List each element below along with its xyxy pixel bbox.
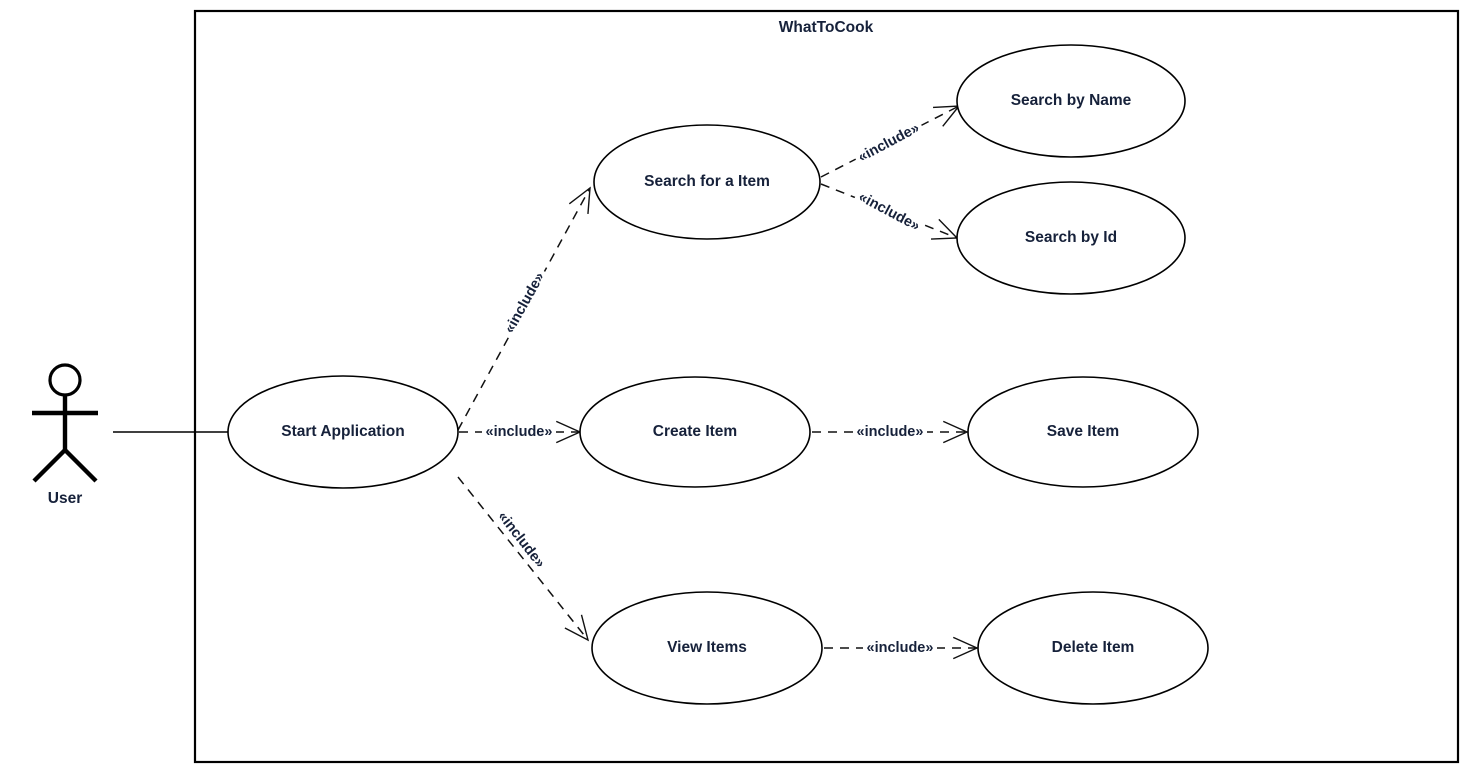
arrowhead-icon xyxy=(564,614,590,642)
actor-head-icon xyxy=(48,363,82,397)
include-stereotype-label: «include» xyxy=(857,424,924,440)
include-dashed-line xyxy=(820,183,958,239)
label-backdrop xyxy=(499,266,551,340)
label-backdrop xyxy=(852,118,926,168)
use-case-search-by-id[interactable]: Search by Id xyxy=(956,181,1186,295)
arrowhead-icon xyxy=(930,218,959,240)
system-boundary-box xyxy=(193,9,1460,764)
include-relationship: «include» xyxy=(824,636,979,660)
label-backdrop xyxy=(482,423,556,441)
use-case-label: Save Item xyxy=(1047,423,1119,440)
include-relationship: «include» xyxy=(820,105,961,178)
label-backdrop xyxy=(863,639,937,657)
use-case-ellipse[interactable] xyxy=(977,591,1209,705)
use-case-ellipse[interactable] xyxy=(956,181,1186,295)
use-case-label: Start Application xyxy=(281,423,404,440)
use-case-ellipse[interactable] xyxy=(591,591,823,705)
include-relationship: «include» xyxy=(820,183,959,240)
actor-leg-left xyxy=(32,448,67,483)
use-case-save-item[interactable]: Save Item xyxy=(967,376,1199,488)
include-relationship: «include» xyxy=(457,476,590,642)
include-stereotype-label: «include» xyxy=(494,509,548,572)
use-case-view-items[interactable]: View Items xyxy=(591,591,823,705)
system-boundary-title: WhatToCook xyxy=(779,19,874,36)
include-stereotype-label: «include» xyxy=(856,120,923,166)
actor-user[interactable]: User xyxy=(32,363,98,507)
use-case-ellipse[interactable] xyxy=(593,124,821,240)
use-case-ellipse[interactable] xyxy=(956,44,1186,158)
include-relationship: «include» xyxy=(812,420,969,444)
use-case-label: Create Item xyxy=(653,423,737,440)
use-case-ellipse[interactable] xyxy=(227,375,459,489)
include-stereotype-label: «include» xyxy=(486,424,553,440)
actor-leg-right xyxy=(63,448,98,483)
arrowhead-icon xyxy=(952,636,979,660)
include-stereotype-label: «include» xyxy=(867,640,934,656)
use-case-ellipse[interactable] xyxy=(967,376,1199,488)
arrowhead-icon xyxy=(568,186,591,214)
label-backdrop xyxy=(852,187,926,237)
include-relationship: «include» xyxy=(457,186,591,431)
include-stereotype-label: «include» xyxy=(502,270,548,336)
include-dashed-line xyxy=(457,187,591,431)
use-case-label: Search for a Item xyxy=(644,173,770,190)
include-relationship: «include» xyxy=(459,420,582,444)
actor-label: User xyxy=(48,490,82,507)
use-case-start-application[interactable]: Start Application xyxy=(227,375,459,489)
use-case-search-for-a-item[interactable]: Search for a Item xyxy=(593,124,821,240)
use-case-label: Search by Name xyxy=(1011,92,1132,109)
include-stereotype-label: «include» xyxy=(856,189,923,235)
label-backdrop xyxy=(491,505,551,575)
use-case-create-item[interactable]: Create Item xyxy=(579,376,811,488)
use-case-label: Delete Item xyxy=(1052,639,1135,656)
arrowhead-icon xyxy=(942,420,969,444)
use-case-label: View Items xyxy=(667,639,747,656)
use-case-delete-item[interactable]: Delete Item xyxy=(977,591,1209,705)
label-backdrop xyxy=(853,423,927,441)
include-dashed-line xyxy=(820,105,960,178)
use-case-ellipse[interactable] xyxy=(579,376,811,488)
include-dashed-line xyxy=(457,476,589,641)
use-case-label: Search by Id xyxy=(1025,229,1117,246)
use-case-search-by-name[interactable]: Search by Name xyxy=(956,44,1186,158)
arrowhead-icon xyxy=(933,105,961,127)
